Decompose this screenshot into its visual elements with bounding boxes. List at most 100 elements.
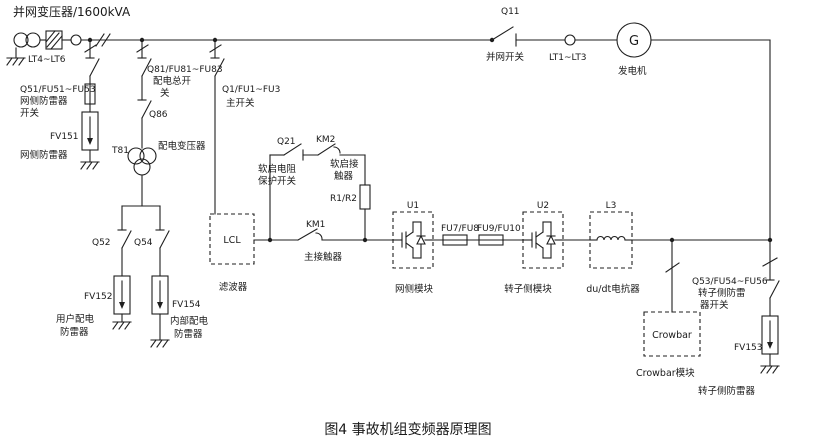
dc-link-fuses [432, 234, 524, 246]
label-lt1-lt3: LT1~LT3 [549, 53, 587, 63]
inductor-icon [596, 235, 626, 241]
u1-module [392, 211, 434, 269]
label-u2: U2 [537, 201, 549, 211]
top-bus [6, 22, 771, 241]
lcl-filter-box [209, 213, 255, 265]
arrester-fv154-icon [151, 275, 169, 315]
label-soft-start-protect-1: 软启电阻 [258, 163, 297, 175]
label-crowbar: Crowbar [652, 330, 692, 341]
three-phase-mark [136, 44, 149, 53]
igbt-icon [531, 221, 556, 259]
rotor-line [631, 237, 773, 243]
grid-arrester-branch [80, 39, 100, 170]
q86-switch-icon [137, 99, 152, 119]
ct-lt1-lt3-icon [564, 34, 576, 46]
ground-icon [760, 365, 780, 374]
label-km1: KM1 [306, 220, 325, 230]
label-rotor-arrester-switch-1: 转子侧防雷 [698, 287, 746, 299]
arrester-fv153-icon [761, 315, 779, 355]
label-grid-transformer: 并网变压器/1600kVA [13, 4, 131, 19]
label-dist-main-switch-2: 关 [160, 87, 170, 99]
three-phase-mark [209, 44, 222, 53]
label-km2: KM2 [316, 135, 335, 145]
figure-caption: 图4 事故机组变频器原理图 [324, 422, 491, 438]
label-main-contactor: 主接触器 [304, 251, 343, 263]
label-q1: Q1/FU1~FU3 [222, 85, 280, 95]
label-l3: L3 [606, 201, 617, 211]
label-generator-symbol: G [629, 34, 639, 49]
u2-module [522, 211, 564, 269]
distribution-branch [112, 39, 170, 348]
fuse-fu9-fu10-icon [478, 234, 504, 246]
q53-switch-icon [765, 279, 780, 299]
km1-contactor-icon [297, 228, 323, 241]
label-user-dist-arrester-2: 防雷器 [60, 326, 89, 338]
label-fu9-fu10: FU9/FU10 [477, 224, 521, 234]
grid-source-icon [45, 30, 63, 50]
label-u1: U1 [407, 201, 419, 211]
label-q21: Q21 [277, 137, 296, 147]
three-phase-mark [762, 257, 778, 267]
label-rotor-side-module: 转子侧模块 [504, 283, 552, 295]
labels: 并网变压器/1600kVA LT4~LT6 Q51/FU51~FU53 网侧防雷… [13, 4, 768, 438]
q51-switch-icon [85, 57, 100, 77]
crowbar-box [643, 311, 701, 357]
km2-contactor-icon [317, 143, 341, 156]
label-grid-arrester: 网侧防雷器 [20, 149, 68, 161]
label-lt4-lt6: LT4~LT6 [28, 55, 66, 65]
q81-switch-icon [137, 57, 152, 77]
label-fv152: FV152 [84, 292, 113, 302]
three-phase-mark [84, 44, 97, 53]
label-grid-arrester-switch-1: 网侧防雷器 [20, 95, 68, 107]
label-grid-arrester-switch-2: 开关 [20, 107, 40, 119]
ground-icon [112, 321, 132, 330]
ground-icon [150, 339, 170, 348]
label-r1-r2: R1/R2 [330, 194, 357, 204]
label-internal-dist-arrester-2: 防雷器 [174, 328, 203, 340]
q1-switch-icon [210, 57, 225, 77]
crowbar-branch [643, 239, 701, 357]
label-fv151: FV151 [50, 132, 79, 142]
label-grid-connect-switch: 并网开关 [486, 51, 525, 63]
label-crowbar-module: Crowbar模块 [636, 367, 695, 379]
label-fu7-fu8: FU7/FU8 [441, 224, 479, 234]
ground-icon [6, 57, 26, 66]
ground-icon [80, 161, 100, 170]
label-soft-start-contactor-2: 触器 [334, 170, 354, 182]
label-user-dist-arrester-1: 用户配电 [56, 313, 95, 325]
main-converter-line [253, 228, 394, 243]
label-q81: Q81/FU81~FU83 [147, 65, 223, 75]
label-dist-transformer: 配电变压器 [158, 140, 206, 152]
rotor-arrester-branch [760, 239, 780, 374]
fuse-fu7-fu8-icon [442, 234, 468, 246]
igbt-icon [401, 221, 426, 259]
three-phase-mark [101, 33, 111, 47]
three-phase-mark [665, 262, 680, 273]
label-q52: Q52 [92, 238, 111, 248]
t81-transformer-icon [127, 147, 157, 176]
label-dudt-reactor: du/dt电抗器 [586, 283, 640, 295]
label-q86: Q86 [149, 110, 168, 120]
ct-lt4-lt6-icon [70, 34, 82, 46]
label-lcl: LCL [223, 235, 241, 246]
label-q51: Q51/FU51~FU53 [20, 85, 96, 95]
label-q53: Q53/FU54~FU56 [692, 277, 768, 287]
label-soft-start-protect-2: 保护开关 [258, 175, 297, 187]
fuse-fu51-icon [84, 83, 96, 105]
label-main-switch: 主开关 [226, 97, 255, 109]
q52-switch-icon [117, 229, 132, 249]
label-q11: Q11 [501, 7, 520, 17]
l3-reactor [562, 211, 633, 269]
three-phase-mark [95, 33, 105, 47]
label-q54: Q54 [134, 238, 153, 248]
q54-switch-icon [155, 229, 170, 249]
label-fv153: FV153 [734, 343, 763, 353]
label-internal-dist-arrester-1: 内部配电 [170, 315, 209, 327]
label-grid-side-module: 网侧模块 [395, 283, 434, 295]
resistor-r1-r2-icon [359, 184, 371, 210]
label-soft-start-contactor-1: 软启接 [330, 158, 359, 170]
label-fv154: FV154 [172, 300, 201, 310]
arrester-fv152-icon [113, 275, 131, 315]
